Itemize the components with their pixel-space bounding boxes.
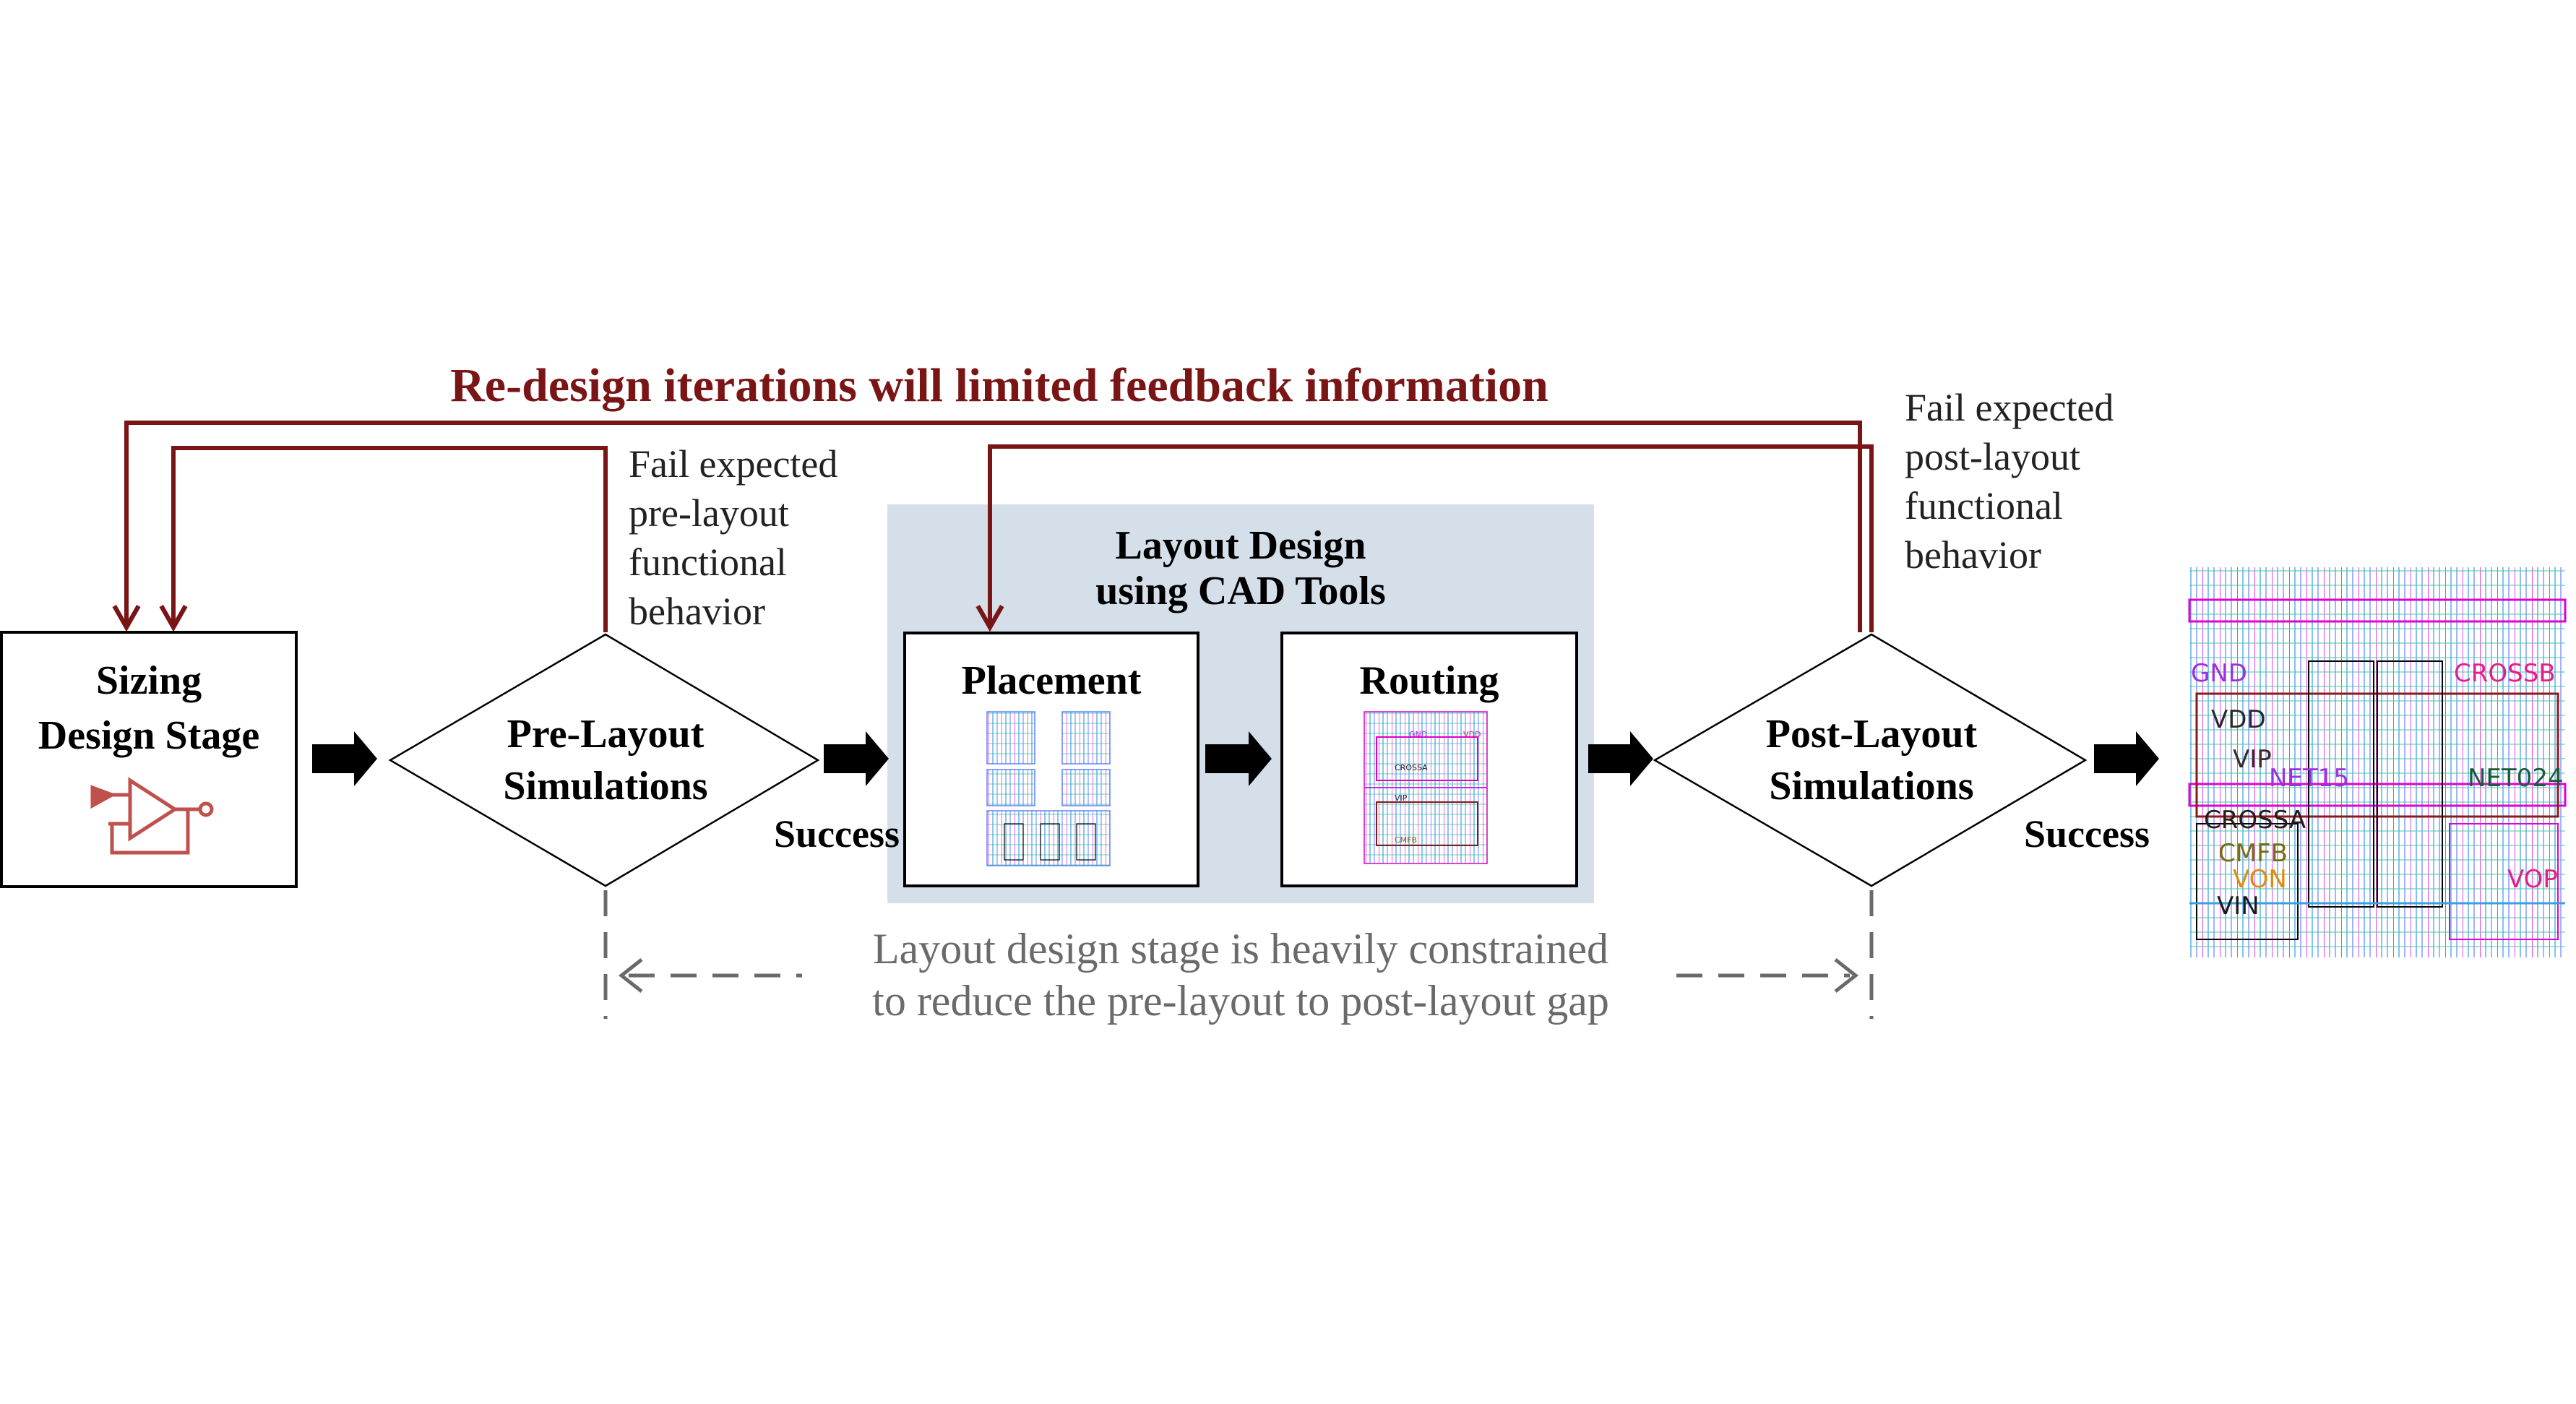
net-label: CMFB (2218, 839, 2288, 868)
fail-pre-line: Fail expected (629, 442, 837, 486)
post-layout-diamond (1653, 633, 2088, 887)
fail-pre-line: pre-layout (629, 491, 789, 535)
gap-arrowhead-right (1834, 958, 1859, 993)
post-layout-line1: Post-Layout (1766, 712, 1978, 757)
redesign-headline: Re-design iterations will limited feedba… (450, 359, 1548, 412)
placement-thumbnail (986, 711, 1111, 866)
net-label: CROSSA (2204, 806, 2306, 835)
net-label: VIP (2233, 745, 2272, 774)
flow-arrow (1205, 731, 1272, 786)
net-label: VIN (2217, 892, 2260, 921)
pre-layout-diamond (388, 633, 820, 887)
net-label: NET024 (2468, 764, 2564, 793)
post-layout-line2: Simulations (1769, 764, 1973, 809)
flow-arrow (312, 731, 377, 786)
cad-title-line1: Layout Design (1116, 523, 1366, 568)
cad-title-line2: using CAD Tools (1095, 569, 1386, 613)
fail-post-line: behavior (1905, 533, 2041, 577)
constraint-note-line1: Layout design stage is heavily constrain… (873, 925, 1608, 973)
fail-post-line: functional (1905, 484, 2063, 527)
opamp-icon (90, 777, 214, 855)
feedback-arrow-outer (112, 421, 1862, 632)
routing-thumbnail: GND VDD CROSSA CMFB VIP (1364, 711, 1488, 864)
pre-layout-line1: Pre-Layout (507, 712, 705, 757)
layout-gap-bracket (603, 890, 1874, 1019)
net-label: GND (2191, 659, 2247, 688)
net-label: NET15 (2269, 764, 2349, 793)
flow-arrow (2094, 731, 2159, 786)
fail-pre-label: Fail expected pre-layout functional beha… (629, 442, 837, 633)
fail-post-line: post-layout (1905, 435, 2080, 478)
fail-post-line: Fail expected (1905, 386, 2114, 429)
fail-post-label: Fail expected post-layout functional beh… (1905, 386, 2114, 577)
fail-pre-line: functional (629, 541, 787, 584)
net-label: VDD (2211, 705, 2266, 734)
routing-thumb-label: CROSSA (1395, 763, 1428, 772)
gap-arrowhead-left (618, 958, 643, 993)
success-label-1: Success (774, 812, 900, 856)
flow-arrow (1588, 731, 1653, 786)
flow-arrow (824, 731, 889, 786)
sizing-line1: Sizing (96, 658, 202, 703)
placement-title: Placement (962, 658, 1142, 703)
pre-layout-line2: Simulations (503, 764, 707, 809)
success-label-2: Success (2024, 812, 2150, 856)
routing-thumb-label: GND (1409, 730, 1427, 739)
feedback-arrow-pre (159, 446, 608, 632)
net-label: VON (2233, 865, 2287, 894)
fail-pre-line: behavior (629, 590, 765, 633)
routing-thumb-label: VDD (1463, 730, 1481, 739)
routing-title: Routing (1360, 658, 1499, 703)
sizing-stage-box (0, 631, 298, 888)
routing-thumb-label: CMFB (1395, 835, 1417, 845)
final-layout-image (2188, 567, 2567, 957)
routing-thumb-label: VIP (1395, 793, 1408, 803)
final-layout-labels: GND CROSSB VDD VIP NET15 NET024 CROSSA C… (2191, 659, 2564, 921)
net-label: CROSSB (2454, 659, 2556, 688)
feedback-arrow-post (975, 444, 1874, 632)
sizing-line2: Design Stage (38, 713, 259, 758)
constraint-note-line2: to reduce the pre-layout to post-layout … (872, 977, 1609, 1025)
net-label: VOP (2507, 865, 2558, 894)
